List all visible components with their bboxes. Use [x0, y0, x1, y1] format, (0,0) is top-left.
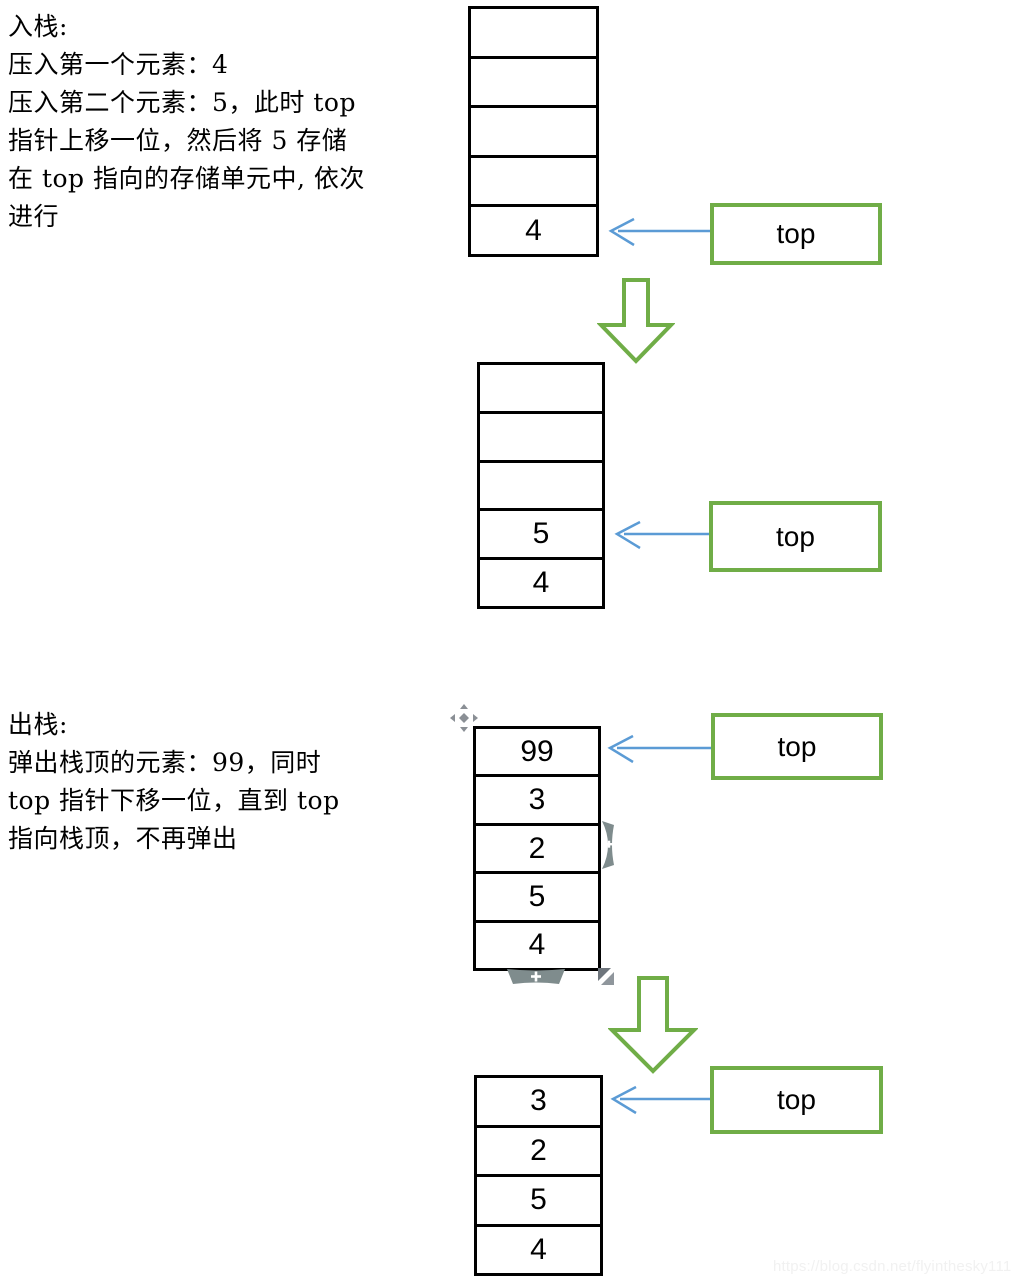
stack-cell: 2 — [477, 1128, 600, 1177]
push-description-text: 入栈: 压入第一个元素：4 压入第二个元素：5，此时 top 指针上移一位，然后… — [8, 12, 365, 231]
resize-corner-icon[interactable] — [597, 967, 619, 989]
stack-cell: 5 — [476, 874, 598, 923]
top-label-box-3: top — [711, 713, 883, 780]
top-label-box-4: top — [710, 1066, 883, 1134]
stack-cell — [480, 463, 602, 512]
stack-cell: 4 — [528, 928, 546, 962]
move-four-arrows-icon[interactable] — [450, 704, 480, 734]
stack-cell — [480, 365, 602, 414]
top-pointer-arrow-3 — [607, 734, 713, 764]
add-row-plus-icon[interactable] — [505, 968, 567, 985]
stack-cell: 2 — [476, 826, 598, 875]
stack-cell: 5 — [480, 511, 602, 561]
stack-diagram-3[interactable]: 99 3 2 5 4 — [473, 726, 601, 971]
stack-diagram-4: 3 2 5 4 — [474, 1075, 603, 1276]
stack-cell — [480, 414, 602, 463]
add-column-plus-icon[interactable] — [601, 818, 615, 872]
stack-cell: 5 — [477, 1177, 600, 1227]
stack-diagram-2: 5 4 — [477, 362, 605, 609]
top-label-text: top — [776, 218, 816, 249]
stack-cell: 4 — [532, 566, 550, 600]
stack-diagram-1: 4 — [468, 6, 599, 257]
stack-cell — [471, 59, 596, 109]
flow-down-arrow-1 — [597, 278, 675, 364]
watermark-text: https://blog.csdn.net/flyinthesky111 — [773, 1258, 1012, 1275]
stack-cell — [471, 9, 596, 59]
stack-cell — [471, 108, 596, 158]
pop-description-text: 出栈: 弹出栈顶的元素：99，同时 top 指针下移一位，直到 top 指向栈顶… — [8, 710, 340, 853]
stack-cell — [471, 158, 596, 208]
stack-cell: 4 — [525, 213, 542, 247]
top-pointer-arrow-4 — [610, 1085, 712, 1115]
stack-cell: 3 — [476, 777, 598, 826]
top-label-text: top — [777, 730, 817, 762]
top-pointer-arrow-2 — [614, 520, 710, 550]
stack-cell: 4 — [530, 1232, 547, 1266]
flow-down-arrow-2 — [608, 976, 698, 1074]
top-label-box-1: top — [710, 203, 882, 265]
stack-cell: 99 — [476, 729, 598, 778]
top-label-box-2: top — [709, 501, 882, 572]
stack-cell: 3 — [477, 1078, 600, 1128]
top-label-text: top — [777, 1084, 816, 1115]
top-label-text: top — [776, 520, 815, 552]
top-pointer-arrow-1 — [608, 217, 712, 247]
